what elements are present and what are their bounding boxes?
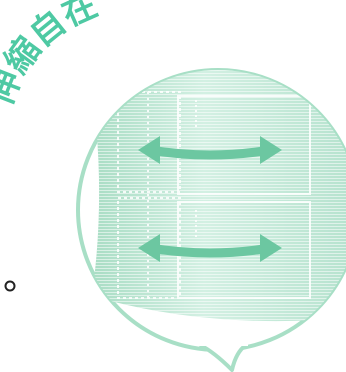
- film-roll: [88, 70, 346, 322]
- badge-text: 伸縮自在: [0, 0, 103, 112]
- stretch-arrow-lower: [138, 234, 282, 262]
- stretch-arrow-upper: [138, 136, 282, 164]
- dot-marker: [4, 280, 16, 292]
